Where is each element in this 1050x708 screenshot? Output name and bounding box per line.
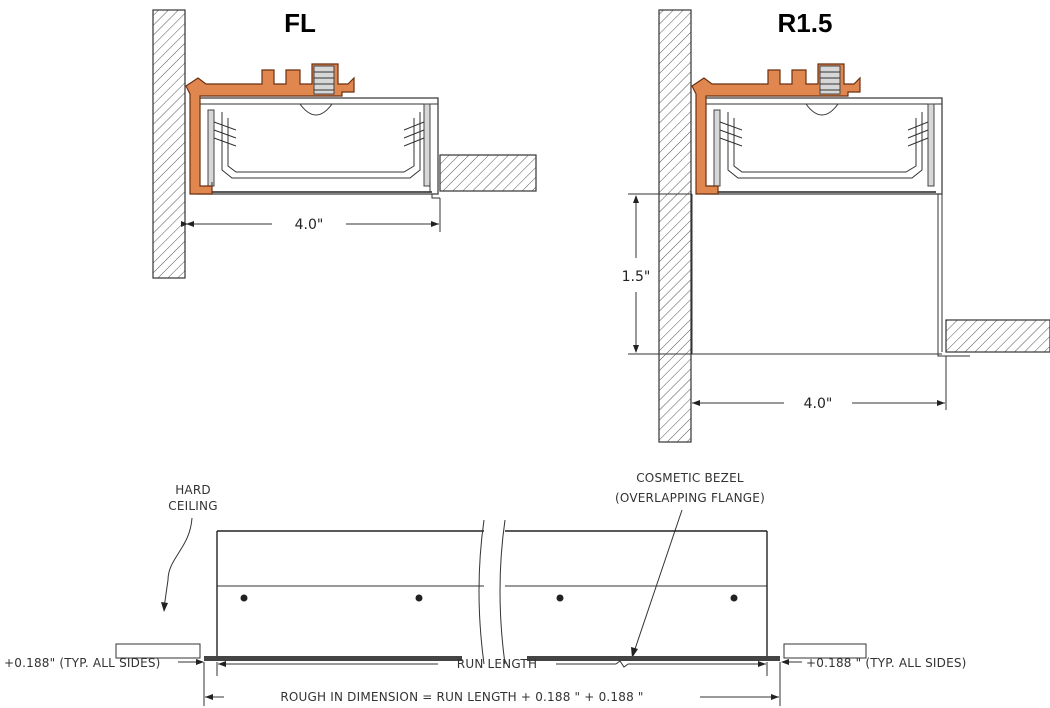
r15-fixture-profile bbox=[691, 97, 970, 357]
fl-fixture-profile bbox=[197, 97, 440, 199]
r15-view: R1.5 1.5" bbox=[622, 8, 1050, 443]
screw-icon bbox=[556, 594, 564, 602]
run-length-label: RUN LENGTH bbox=[457, 657, 537, 671]
bezel-flange-left bbox=[204, 656, 462, 661]
right-tolerance-label: +0.188 " (TYP. ALL SIDES) bbox=[806, 656, 967, 670]
rough-in-dimension-label: ROUGH IN DIMENSION = RUN LENGTH + 0.188 … bbox=[280, 690, 643, 704]
r15-height-dimension: 1.5" bbox=[622, 269, 651, 285]
cosmetic-bezel-label-line1: COSMETIC BEZEL bbox=[636, 471, 744, 485]
r15-title: R1.5 bbox=[778, 8, 833, 38]
section-fixture-body bbox=[204, 519, 780, 665]
r15-ceiling-board bbox=[945, 319, 1050, 353]
hard-ceiling-label-line2: CEILING bbox=[168, 499, 217, 513]
hard-ceiling-label-line1: HARD bbox=[175, 483, 211, 497]
screw-icon bbox=[240, 594, 248, 602]
r15-housing bbox=[703, 97, 943, 195]
r15-screw bbox=[819, 65, 841, 95]
hard-ceiling-leader bbox=[163, 517, 193, 609]
r15-copper-mounting-trim bbox=[691, 63, 861, 195]
screw-icon bbox=[415, 594, 423, 602]
hard-ceiling-left bbox=[115, 643, 201, 659]
left-tolerance-label: +0.188" (TYP. ALL SIDES) bbox=[4, 656, 161, 670]
fl-view: FL bbox=[152, 8, 537, 279]
r15-width-dimension: 4.0" bbox=[804, 396, 833, 412]
fl-title: FL bbox=[284, 8, 316, 38]
fl-width-dimension: 4.0" bbox=[295, 217, 324, 233]
longitudinal-section: HARD CEILING COSMETIC BEZEL (OVERLAPPING… bbox=[4, 471, 967, 706]
cosmetic-bezel-label-line2: (OVERLAPPING FLANGE) bbox=[615, 491, 765, 505]
fl-screw bbox=[313, 65, 335, 95]
hard-ceiling-right bbox=[783, 643, 867, 659]
fl-ceiling-board bbox=[439, 154, 537, 192]
fl-housing bbox=[197, 97, 439, 195]
fl-copper-mounting-trim bbox=[185, 63, 355, 195]
r15-wall bbox=[658, 9, 692, 443]
cosmetic-bezel-leader bbox=[633, 509, 683, 653]
fl-wall bbox=[152, 9, 186, 279]
screw-icon bbox=[730, 594, 738, 602]
bezel-flange-right bbox=[527, 656, 780, 661]
